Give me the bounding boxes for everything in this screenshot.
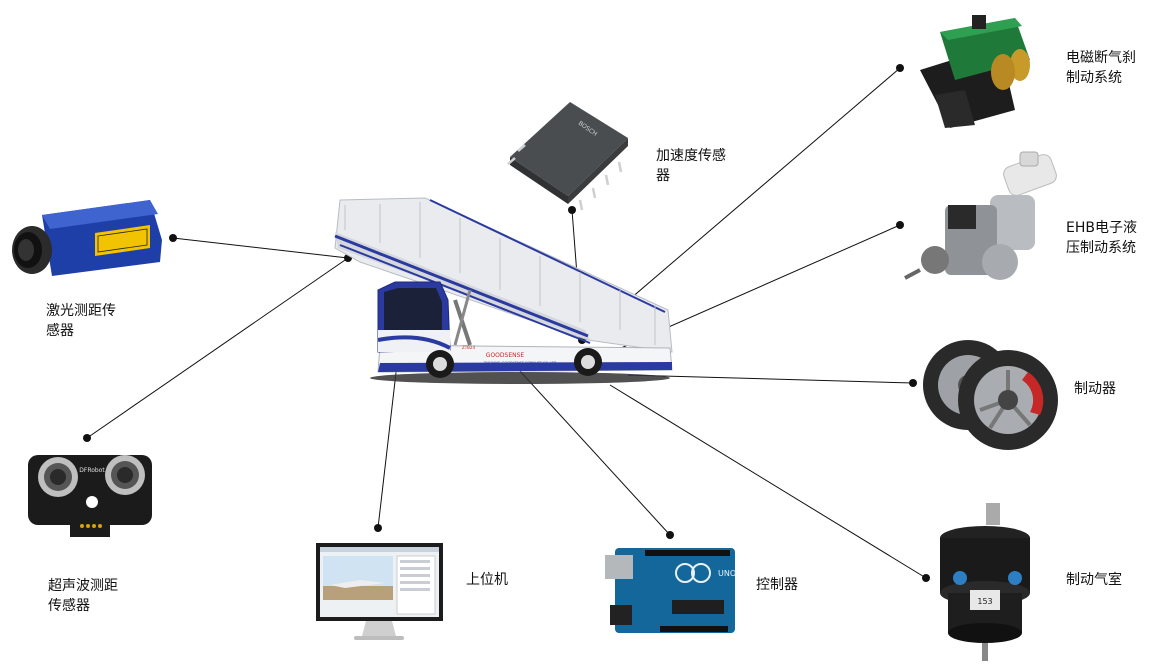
chamber-plate: 153 — [977, 597, 992, 606]
line-ultrasonic — [86, 257, 349, 439]
connector-lines — [86, 67, 927, 579]
line-controller — [507, 357, 671, 536]
arduino-label: UNO — [718, 569, 736, 578]
label-ultrasonic-sensor: 超声波测距 传感器 — [48, 578, 118, 614]
label-host-computer: 上位机 — [466, 572, 508, 588]
vehicle-brand: GOODSENSE — [486, 352, 525, 359]
ultrasonic-brand: DFRobot — [79, 467, 105, 474]
label-accelerometer: 加速度传感 器 — [656, 148, 726, 184]
label-electromagnetic-brake: 电磁断气刹 制动系统 — [1066, 50, 1136, 86]
line-chamber — [609, 384, 927, 579]
brake-wheels-image — [923, 340, 1058, 450]
label-brake-chamber: 制动气室 — [1066, 572, 1122, 588]
accelerometer-chip-image: BOSCH — [507, 102, 628, 211]
label-ehb: EHB电子液 压制动系统 — [1066, 220, 1137, 256]
stair-truck-image: GOODSENSE ZHEJIANG GOODSENSE FORKLIFT CO… — [334, 197, 673, 384]
vehicle-model: ZTB24 — [462, 345, 475, 350]
label-brake: 制动器 — [1074, 381, 1116, 397]
label-controller: 控制器 — [756, 577, 798, 593]
label-laser-sensor: 激光测距传 感器 — [46, 303, 116, 339]
ehb-unit-image — [904, 151, 1057, 280]
host-computer-image — [316, 543, 443, 640]
line-laser — [172, 237, 349, 259]
ultrasonic-sensor-image: DFRobot — [28, 455, 152, 537]
brake-chamber-image: 153 — [940, 503, 1030, 661]
line-brake — [627, 374, 914, 384]
vehicle-company: ZHEJIANG GOODSENSE FORKLIFT CO.,LTD — [484, 361, 557, 365]
connector-dots — [83, 64, 930, 582]
electromagnetic-brake-image — [920, 15, 1030, 128]
arduino-board-image: UNO — [605, 548, 736, 633]
laser-sensor-image — [12, 200, 162, 276]
